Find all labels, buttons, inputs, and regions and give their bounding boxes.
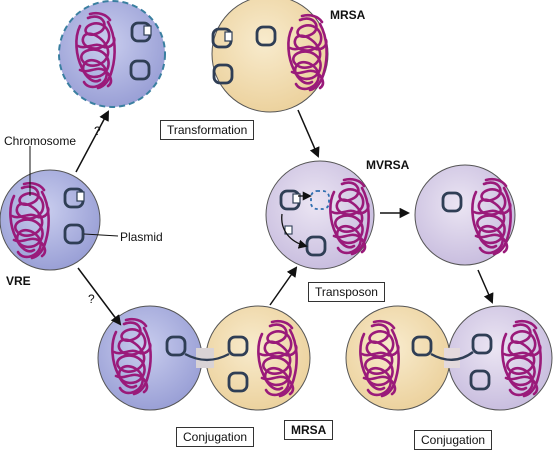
mrsa-top-label: MRSA [330,8,366,22]
mrsa-bottom-box: MRSA [284,420,334,440]
question-mark-upper: ? [94,124,101,138]
vre-cell [0,169,101,271]
conjugation-bridge-left [184,352,230,362]
transformation-box: Transformation [160,120,255,140]
plasmid-label: Plasmid [120,230,163,244]
conjugation-box-right: Conjugation [414,430,493,450]
pointer-plasmid [83,233,119,237]
mvrsa-label: MVRSA [366,158,410,172]
arrow-mrsa-to-mvrsa [297,109,320,158]
lysed-vre-cell [58,0,166,108]
chromosome-label: Chromosome [4,134,77,148]
conjugation-box-left: Conjugation [176,427,255,447]
arrow-conj-to-mvrsa [269,266,298,306]
arrow-vre-to-lysed [75,110,109,173]
arrow-vre-to-conjugation [77,267,122,326]
question-mark-lower: ? [88,292,95,306]
mrsa-cell-top [211,0,329,113]
vre-label: VRE [6,274,31,288]
arrow-right-to-conjugation [477,269,494,304]
conjugation-bridge-right [430,351,474,361]
arrow-transposon-move [281,213,308,249]
transposon-box: Transposon [308,282,385,302]
